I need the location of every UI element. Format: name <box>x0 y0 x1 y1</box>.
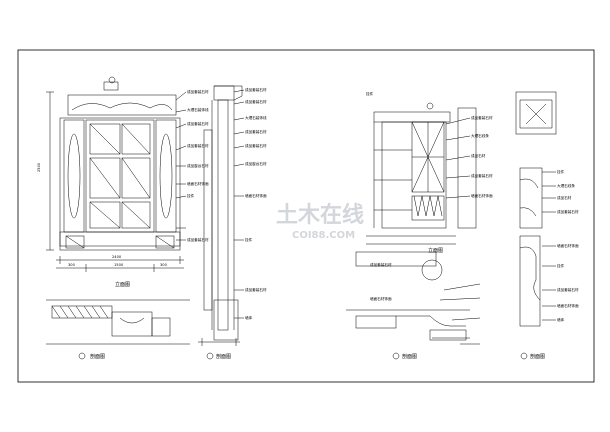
notes-right-b-group: 成品套装石材 墙面石材饰面 <box>370 262 392 301</box>
note-mid-5: 成品窗台石材 <box>245 161 267 166</box>
note-right-b-8: 墙体 <box>557 317 565 322</box>
dim-width-seg-3: 300 <box>160 263 168 267</box>
note-right-b-3: 成品套装石材 <box>557 209 579 214</box>
note-mid-3: 成品套装石材 <box>245 129 267 134</box>
note-right-a-4: 成品套装石材 <box>471 173 493 178</box>
note-right-b-2: 成品石材 <box>557 195 572 200</box>
note-right-a-7: 墙面石材饰面 <box>370 296 392 301</box>
section-4 <box>515 91 557 360</box>
section-2-title: 剖面图 <box>216 353 231 360</box>
note-right-a-1: 成品套装石材 <box>471 115 493 120</box>
note-left-0: 成品套装石材 <box>187 89 209 94</box>
note-right-a-6: 成品套装石材 <box>370 262 392 267</box>
note-mid-6: 墙面石材饰面 <box>245 193 267 198</box>
dim-height-total: 2500 <box>37 162 41 172</box>
note-left-2: 成品套装石材 <box>187 121 209 126</box>
note-right-a-3: 成品石材 <box>471 153 486 158</box>
note-right-a-2: 大理石线条 <box>471 133 489 138</box>
note-mid-0: 成品套装石材 <box>245 87 267 92</box>
note-mid-2: 大理石装饰线 <box>245 115 267 120</box>
note-left-5: 墙面石材饰面 <box>187 181 209 186</box>
elevation-b <box>366 102 477 245</box>
section-3 <box>346 251 481 360</box>
dim-width-total: 2400 <box>112 255 122 259</box>
sheet-frame <box>17 49 595 383</box>
notes-mid-group: 成品套装石材 成品套装石材 大理石装饰线 成品套装石材 成品套装石材 成品窗台石… <box>245 87 267 320</box>
note-right-a-5: 墙面石材饰面 <box>471 193 493 198</box>
elevation-a <box>46 76 187 272</box>
watermark-sub: COI88.COM <box>292 230 355 241</box>
note-right-b-1: 大理石线条 <box>557 183 575 188</box>
notes-far-right-group: 挂件 大理石线条 成品石材 成品套装石材 墙面石材饰面 挂件 成品套装石材 墙面… <box>557 169 579 322</box>
note-left-3: 成品套装石材 <box>187 143 209 148</box>
note-right-b-5: 挂件 <box>557 263 565 268</box>
note-right-b-6: 成品套装石材 <box>557 287 579 292</box>
note-mid-8: 成品套装石材 <box>245 287 267 292</box>
dim-width-seg-1: 300 <box>68 263 76 267</box>
note-mid-9: 墙体 <box>245 315 253 320</box>
note-left-7: 成品套装石材 <box>187 237 209 242</box>
section-2 <box>198 85 245 360</box>
note-mid-1: 成品套装石材 <box>245 99 267 104</box>
section-1 <box>46 299 190 360</box>
dim-width-seg-2: 1500 <box>114 263 124 267</box>
note-right-b-7: 墙面石材饰面 <box>557 303 579 308</box>
note-mid-4: 成品套装石材 <box>245 143 267 148</box>
note-mid-7: 挂件 <box>245 237 253 242</box>
note-left-1: 大理石装饰线 <box>187 107 209 112</box>
watermark-main: 土木在线 <box>276 202 364 228</box>
watermark: 土木在线 COI88.COM <box>276 202 364 241</box>
note-left-4: 成品窗台石材 <box>187 163 209 168</box>
note-left-6: 挂件 <box>187 193 195 198</box>
section-3-title: 剖面图 <box>402 353 417 360</box>
note-right-a-0: 挂件 <box>366 91 374 96</box>
elevation-a-title: 立面图 <box>115 281 130 288</box>
note-right-b-0: 挂件 <box>557 169 565 174</box>
notes-left-group: 成品套装石材 大理石装饰线 成品套装石材 成品套装石材 成品窗台石材 墙面石材饰… <box>187 89 209 242</box>
section-4-title: 剖面图 <box>530 353 545 360</box>
note-right-b-4: 墙面石材饰面 <box>557 243 579 248</box>
section-1-title: 剖面图 <box>90 353 105 360</box>
notes-right-a-group: 挂件 成品套装石材 大理石线条 成品石材 成品套装石材 墙面石材饰面 <box>366 91 493 198</box>
elevation-b-title: 立面图 <box>428 247 443 254</box>
